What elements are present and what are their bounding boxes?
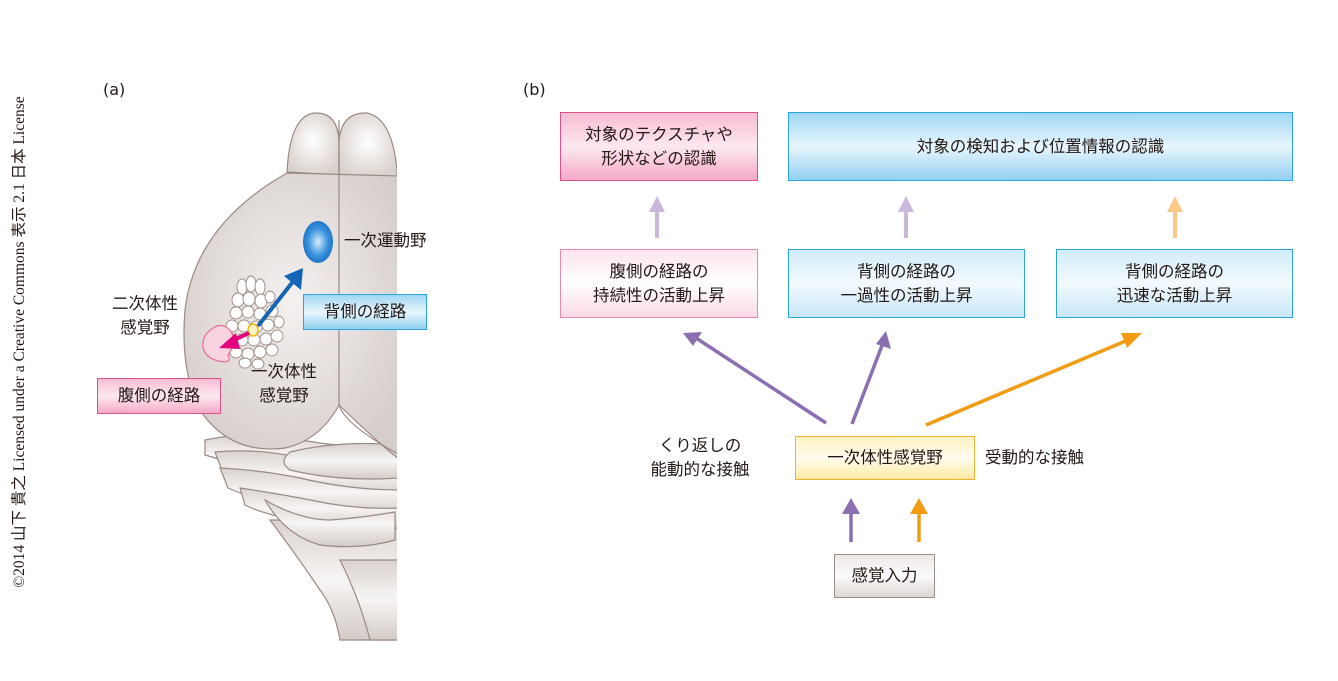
box-primary-somatosensory-text: 一次体性感覚野 (827, 448, 943, 467)
primary-motor-area (303, 221, 333, 263)
arrow-to-dorsal-rapid (1121, 333, 1142, 348)
cerebrum (183, 172, 397, 459)
panel-a-label: (a) (103, 80, 126, 99)
label-primary-somatosensory-2: 感覚野 (259, 386, 309, 405)
box-primary-somatosensory: 一次体性感覚野 (795, 436, 975, 480)
box-texture-recognition-line2: 形状などの認識 (601, 148, 717, 168)
box-texture-recognition: 対象のテクスチャや 形状などの認識 (560, 112, 758, 181)
arrow-up-light-purple-1 (649, 196, 665, 212)
ventral-pathway-arrow (219, 333, 240, 349)
label-primary-motor: 一次運動野 (344, 231, 427, 250)
box-ventral-sustained-line1: 腹側の経路の (609, 261, 709, 281)
box-dorsal-transient-line2: 一過性の活動上昇 (840, 285, 973, 305)
box-dorsal-rapid-line2: 迅速な活動上昇 (1116, 285, 1233, 305)
olfactory-bulb-left (286, 112, 340, 176)
label-passive-touch: 受動的な接触 (985, 448, 1084, 467)
dorsal-pathway-arrow (284, 268, 303, 290)
arrow-input-passive (910, 498, 928, 514)
arrow-to-ventral (683, 332, 702, 346)
box-sensory-input-text: 感覚入力 (851, 566, 918, 585)
label-secondary-somatosensory-1: 二次体性 (112, 294, 178, 313)
box-dorsal-rapid-line1: 背側の経路の (1125, 261, 1224, 281)
panel-b-arrows (649, 196, 1183, 542)
barrel-highlight (247, 323, 259, 337)
box-dorsal-transient: 背側の経路の 一過性の活動上昇 (788, 249, 1025, 318)
label-active-touch-2: 能動的な接触 (650, 460, 750, 479)
box-dorsal-rapid: 背側の経路の 迅速な活動上昇 (1056, 249, 1293, 318)
arrow-to-dorsal-transient (876, 331, 891, 349)
cerebellum (204, 434, 397, 641)
arrow-up-light-purple-2 (898, 196, 914, 212)
box-ventral-sustained: 腹側の経路の 持続性の活動上昇 (560, 249, 758, 318)
label-primary-somatosensory-1: 一次体性 (251, 362, 317, 381)
arrow-up-light-orange (1167, 196, 1183, 212)
box-detection-location-text: 対象の検知および位置情報の認識 (916, 136, 1165, 156)
panel-b-label: (b) (523, 80, 546, 99)
box-texture-recognition-line1: 対象のテクスチャや (585, 124, 733, 144)
box-dorsal-transient-line1: 背側の経路の (857, 261, 956, 281)
secondary-somatosensory-area (202, 324, 235, 363)
box-sensory-input: 感覚入力 (834, 554, 935, 598)
box-detection-location: 対象の検知および位置情報の認識 (788, 112, 1293, 181)
label-active-touch-1: くり返しの (658, 436, 742, 455)
dorsal-pathway-label: 背側の経路 (303, 294, 427, 330)
arrow-input-active (842, 498, 860, 514)
label-secondary-somatosensory-2: 感覚野 (120, 318, 170, 337)
box-ventral-sustained-line2: 持続性の活動上昇 (593, 285, 725, 305)
ventral-pathway-label: 腹側の経路 (97, 378, 221, 414)
olfactory-bulb-right (338, 112, 397, 179)
